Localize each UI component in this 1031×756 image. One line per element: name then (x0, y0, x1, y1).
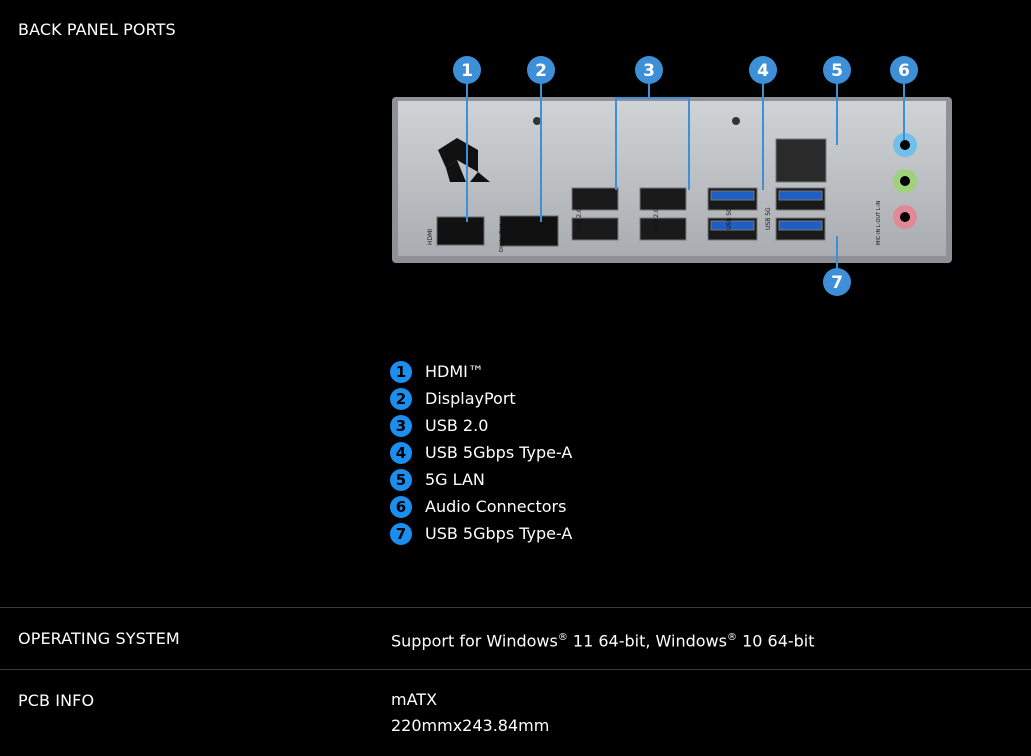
lan-port (775, 138, 827, 183)
os-value: Support for Windows® 11 64-bit, Windows®… (391, 631, 815, 651)
legend-number: 4 (390, 441, 412, 464)
callout-3: 3 (635, 56, 663, 84)
callout-1: 1 (453, 56, 481, 84)
legend-number: 2 (390, 387, 412, 410)
pcb-form-factor: mATX (391, 690, 438, 709)
usb5g-print: USB 5G (726, 207, 733, 230)
legend-number: 3 (390, 414, 412, 437)
legend-item: 5 5G LAN (390, 466, 572, 493)
svg-text:7: 7 (831, 273, 843, 293)
callout-2: 2 (527, 56, 555, 84)
legend-item: 3 USB 2.0 (390, 412, 572, 439)
back-panel-label: BACK PANEL PORTS (18, 20, 176, 39)
callout-5: 5 (823, 56, 851, 84)
legend-text: USB 2.0 (425, 416, 489, 435)
callout-6: 6 (890, 56, 918, 84)
legend-item: 4 USB 5Gbps Type-A (390, 439, 572, 466)
legend-number: 5 (390, 468, 412, 491)
divider (0, 669, 1031, 670)
audio-jacks (893, 133, 917, 229)
legend-number: 7 (390, 522, 412, 545)
displayport-port (499, 215, 559, 247)
legend-item: 7 USB 5Gbps Type-A (390, 520, 572, 547)
usb2-ports (571, 187, 687, 241)
legend-item: 6 Audio Connectors (390, 493, 572, 520)
usb2-print: USB 2.0 (576, 208, 583, 232)
pcb-size: 220mmx243.84mm (391, 716, 550, 735)
audio-print: MIC-IN L-OUT L-IN (876, 200, 882, 245)
back-panel-image: HDMI DisplayPort USB 2.0 USB 2.0 USB 5G … (392, 56, 952, 296)
pcb-label: PCB INFO (18, 691, 95, 710)
dp-print: DisplayPort (499, 224, 505, 252)
legend-text: HDMI™ (425, 362, 484, 381)
legend-text: Audio Connectors (425, 497, 567, 516)
callout-4: 4 (749, 56, 777, 84)
legend-text: USB 5Gbps Type-A (425, 524, 573, 543)
legend-item: 1 HDMI™ (390, 358, 572, 385)
svg-text:5: 5 (831, 61, 843, 81)
hdmi-print: HDMI (427, 229, 434, 245)
hdmi-port (436, 216, 485, 246)
usb5g-print: USB 5G (765, 207, 772, 230)
pcb-value: mATX 220mmx243.84mm (391, 687, 549, 739)
svg-text:4: 4 (757, 61, 769, 81)
legend-item: 2 DisplayPort (390, 385, 572, 412)
divider (0, 607, 1031, 608)
usb2-print: USB 2.0 (653, 208, 660, 232)
legend-text: USB 5Gbps Type-A (425, 443, 573, 462)
legend-text: 5G LAN (425, 470, 485, 489)
svg-text:2: 2 (535, 61, 547, 81)
usb5g-ports (707, 187, 826, 241)
svg-text:3: 3 (643, 61, 655, 81)
callouts: 1 2 3 4 5 6 7 (453, 56, 918, 296)
svg-text:6: 6 (898, 61, 910, 81)
legend-number: 1 (390, 360, 412, 383)
svg-text:1: 1 (461, 61, 473, 81)
legend-text: DisplayPort (425, 389, 516, 408)
os-label: OPERATING SYSTEM (18, 629, 180, 648)
callout-7: 7 (823, 268, 851, 296)
legend-number: 6 (390, 495, 412, 518)
